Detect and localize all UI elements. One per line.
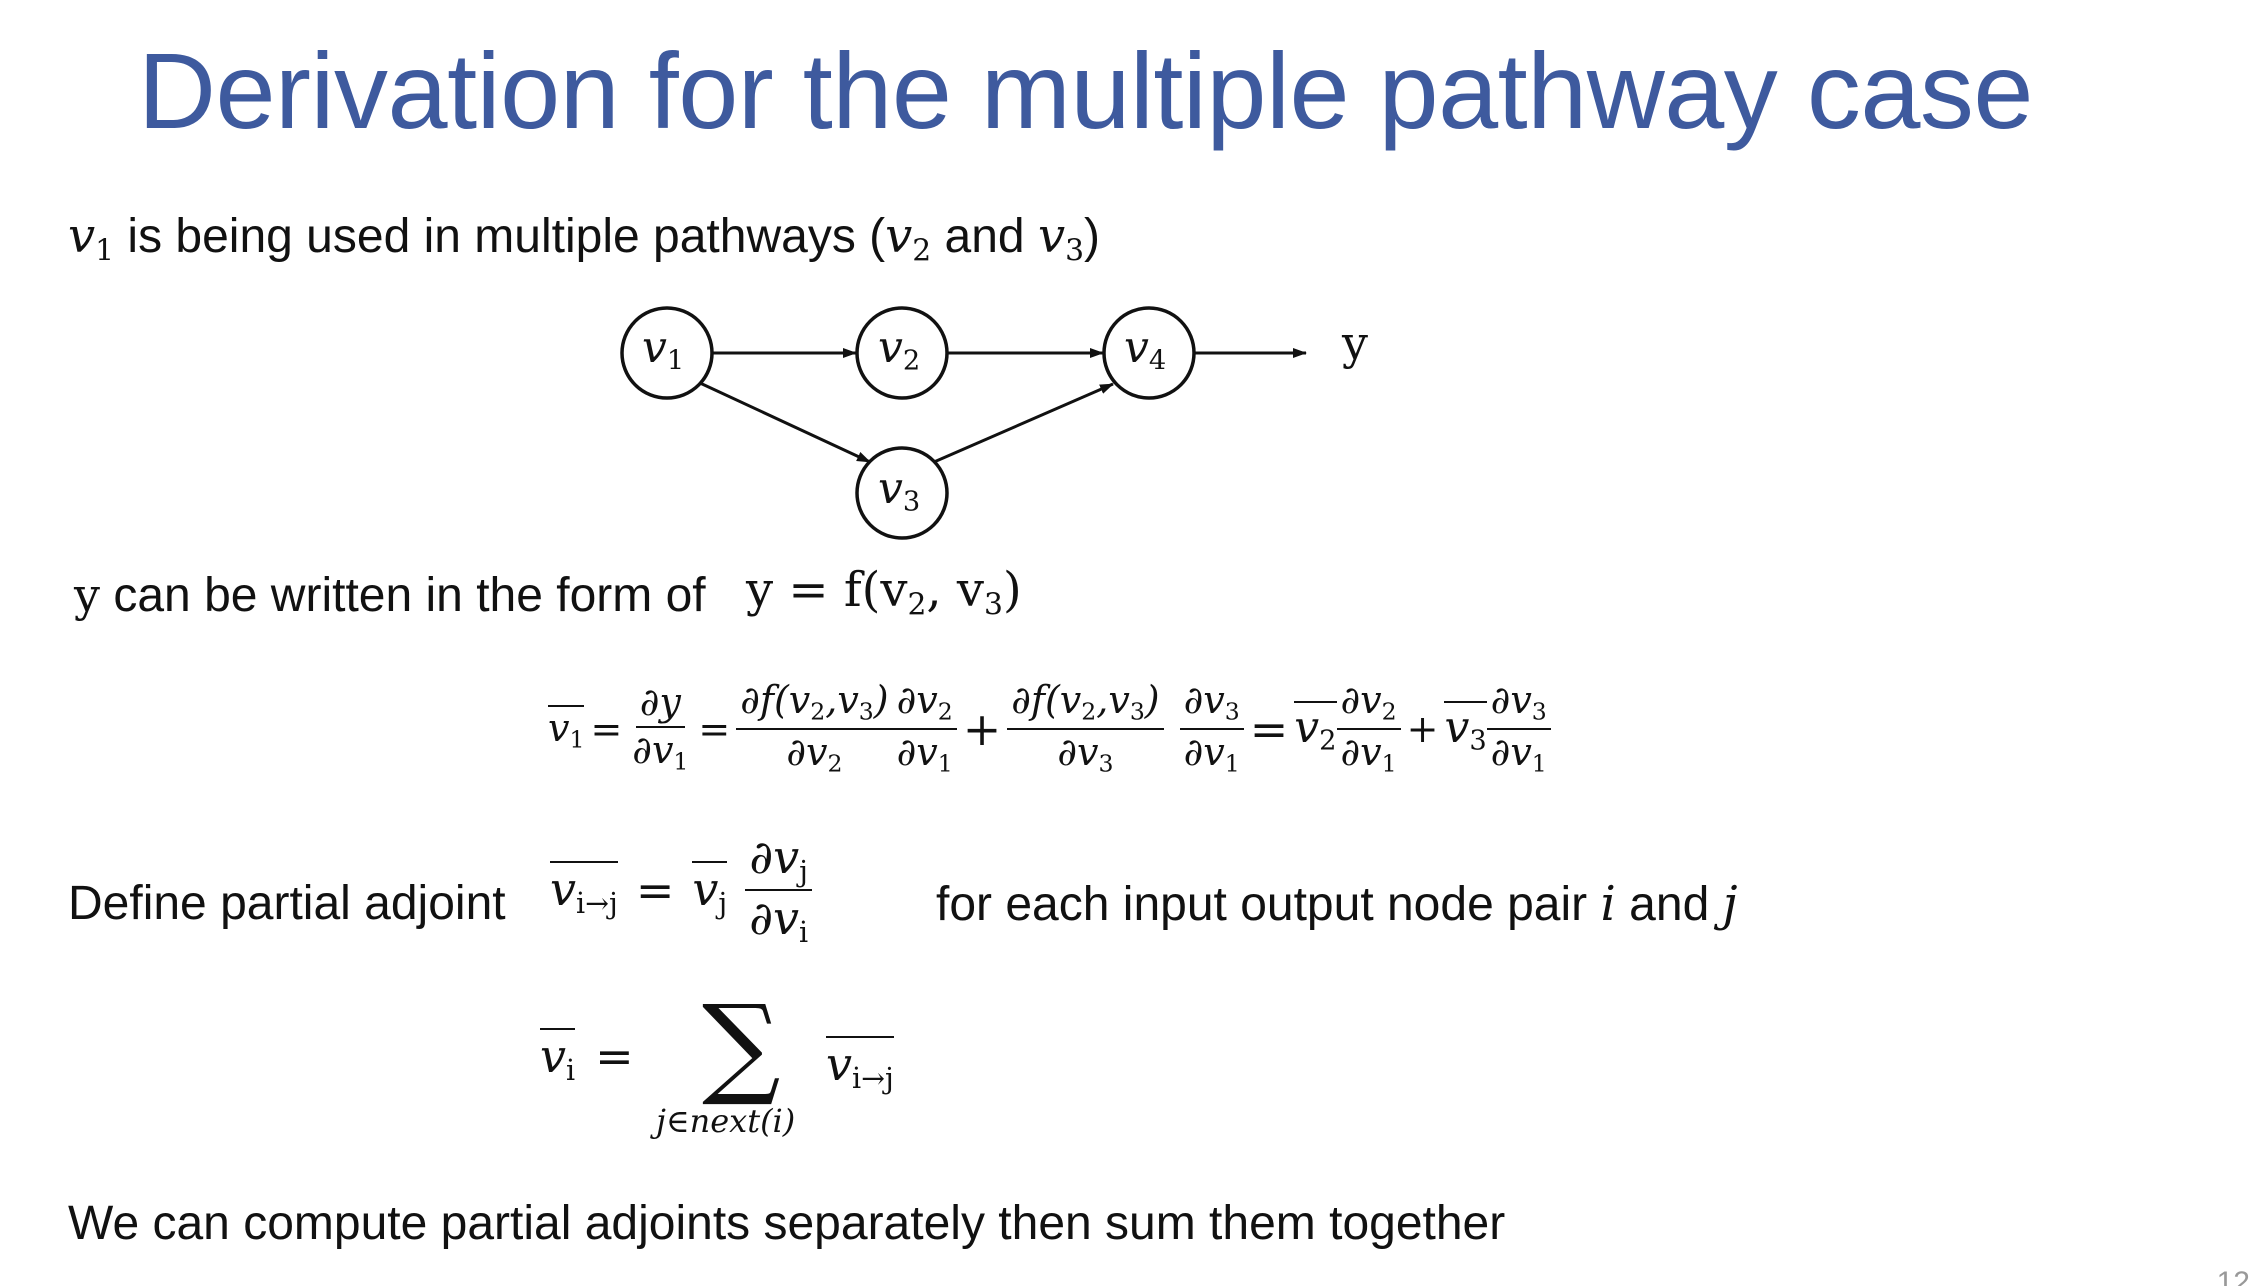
dvj-dvi: ∂vj∂vi	[745, 832, 813, 949]
adjoint-v2: v2	[1294, 700, 1337, 757]
adjoint-vj: vj	[692, 861, 728, 921]
define-label: Define partial adjoint	[68, 877, 506, 930]
intro-text-b: and	[931, 210, 1038, 263]
partial-adjoint-def: vi→j = vj ∂vj∂vi	[550, 832, 813, 949]
slide-title: Derivation for the multiple pathway case	[138, 30, 2033, 151]
node-v3	[855, 446, 949, 540]
intro-line: v1 is being used in multiple pathways (v…	[68, 208, 1100, 268]
equals: =	[635, 863, 675, 918]
sigma-symbol: ∑	[702, 981, 781, 1109]
y-formula: y = f(v2, v3)	[746, 562, 1022, 623]
node-v2	[855, 306, 949, 400]
node-v1-label: v1	[642, 322, 685, 377]
adjoint-v1: v1	[548, 704, 585, 754]
form-line: y can be written in the form of	[74, 568, 706, 623]
node-v3-label: v3	[878, 463, 921, 518]
dv2-dv1: ∂v2∂v1	[892, 679, 957, 777]
sum-lhs: vi=	[540, 1028, 634, 1087]
equals: =	[698, 706, 731, 751]
adjoint-equation: v1 = ∂y∂v1 = ∂f(v2,v3)∂v2 ∂v2∂v1 + ∂f(v2…	[548, 679, 1551, 777]
sum-index: j∈next(i)	[656, 1102, 796, 1140]
sum-term: vi→j	[826, 1036, 894, 1095]
plus: +	[1406, 706, 1439, 751]
intro-text-c: )	[1084, 210, 1101, 263]
dv3-dv1: ∂v3∂v1	[1179, 679, 1244, 777]
dv3-dv1-b: ∂v3∂v1	[1486, 679, 1551, 777]
form-text: can be written in the form of	[100, 569, 706, 622]
equals: =	[590, 706, 623, 751]
conclusion-text: We can compute partial adjoints separate…	[68, 1197, 1506, 1250]
node-v2-label: v2	[878, 322, 921, 377]
plus: +	[962, 701, 1002, 756]
node-v4	[1102, 306, 1196, 400]
node-pair-text: for each input output node pair i and j	[936, 876, 1738, 932]
intro-text-a: is being used in multiple pathways (	[114, 210, 886, 263]
adjoint-v3: v3	[1444, 700, 1487, 757]
math-v1: v1	[68, 208, 115, 269]
y-symbol: y	[74, 568, 100, 622]
math-v3: v3	[1037, 208, 1085, 269]
page-number: 12	[2216, 1266, 2250, 1286]
df-dv3: ∂f(v2,v3)∂v3	[1007, 679, 1164, 777]
dy-dv1: ∂y∂v1	[632, 679, 689, 776]
node-v4-label: v4	[1124, 322, 1167, 377]
edge-v1-v3	[699, 381, 871, 464]
partial-adjoint-lhs: vi→j	[550, 861, 618, 921]
output-y-label: y	[1342, 316, 1368, 370]
edge-v3-v4	[933, 382, 1114, 464]
df-dv2: ∂f(v2,v3)∂v2	[736, 679, 893, 777]
node-v1	[620, 306, 714, 400]
equals: =	[1249, 701, 1289, 756]
dv2-dv1-b: ∂v2∂v1	[1336, 679, 1401, 777]
math-v2: v2	[885, 208, 932, 269]
